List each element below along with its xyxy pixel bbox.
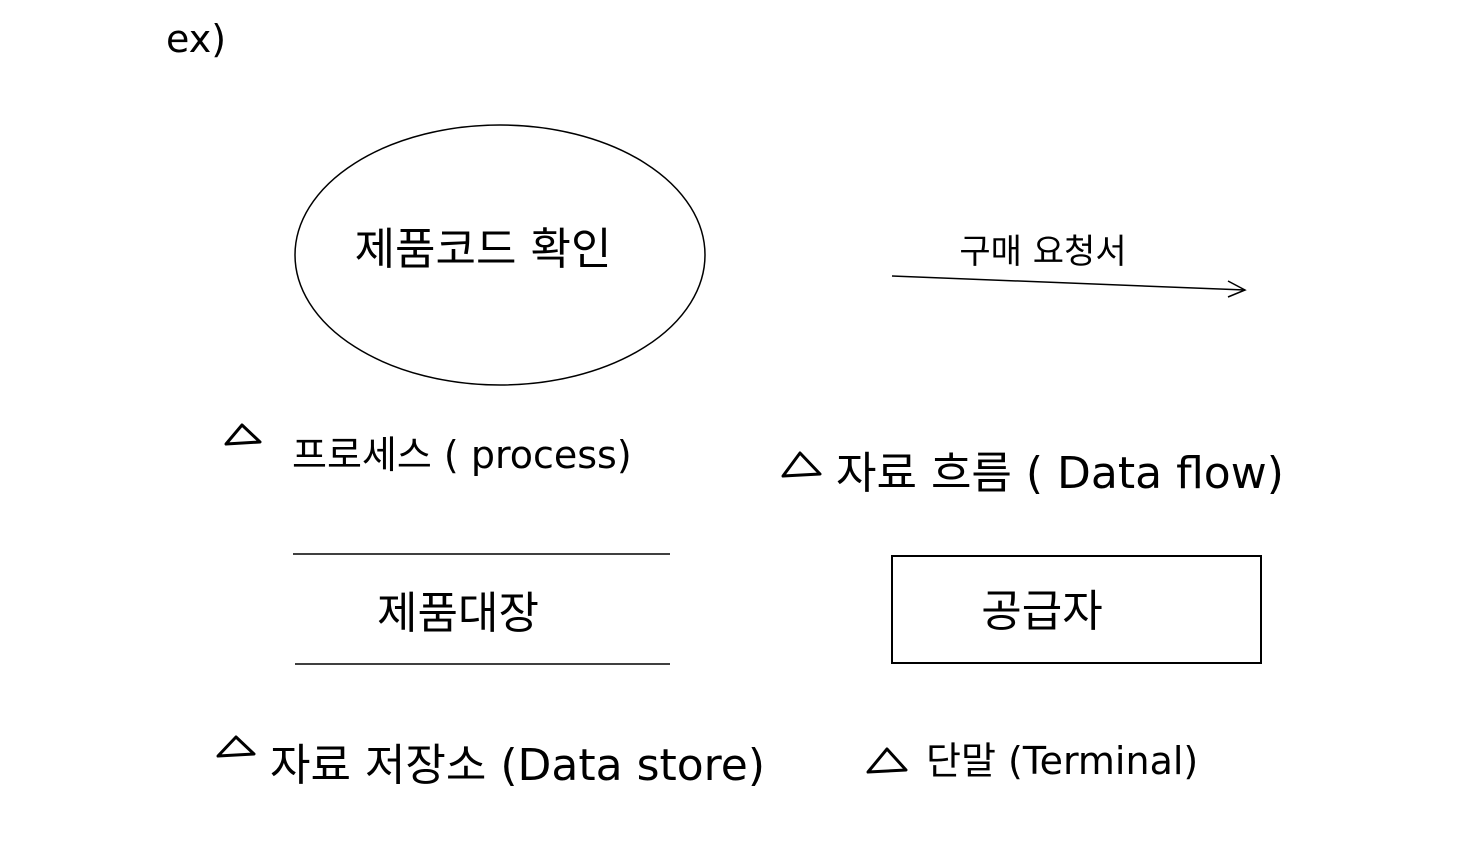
data-flow-arrowhead: [1227, 280, 1247, 298]
process-caption: 프로세스 ( process): [292, 433, 632, 477]
terminal-rectangle: [891, 555, 1262, 664]
process-bullet-triangle-icon: [224, 423, 262, 446]
example-label: ex): [166, 17, 227, 61]
terminal-node-text: 공급자: [981, 586, 1103, 637]
data-store-bullet-triangle-icon: [216, 735, 256, 758]
data-flow-caption: 자료 흐름 ( Data flow): [836, 448, 1284, 499]
data-store-caption: 자료 저장소 (Data store): [270, 740, 766, 791]
process-ellipse: [294, 124, 706, 386]
process-node-text: 제품코드 확인: [354, 224, 612, 275]
terminal-bullet-triangle-icon: [866, 747, 908, 774]
data-flow-arrow-text: 구매 요청서: [959, 232, 1127, 272]
data-store-node-text: 제품대장: [377, 588, 539, 639]
data-flow-bullet-triangle-icon: [781, 451, 822, 478]
terminal-caption: 단말 (Terminal): [926, 739, 1199, 783]
data-flow-arrow-line: [891, 275, 1246, 291]
